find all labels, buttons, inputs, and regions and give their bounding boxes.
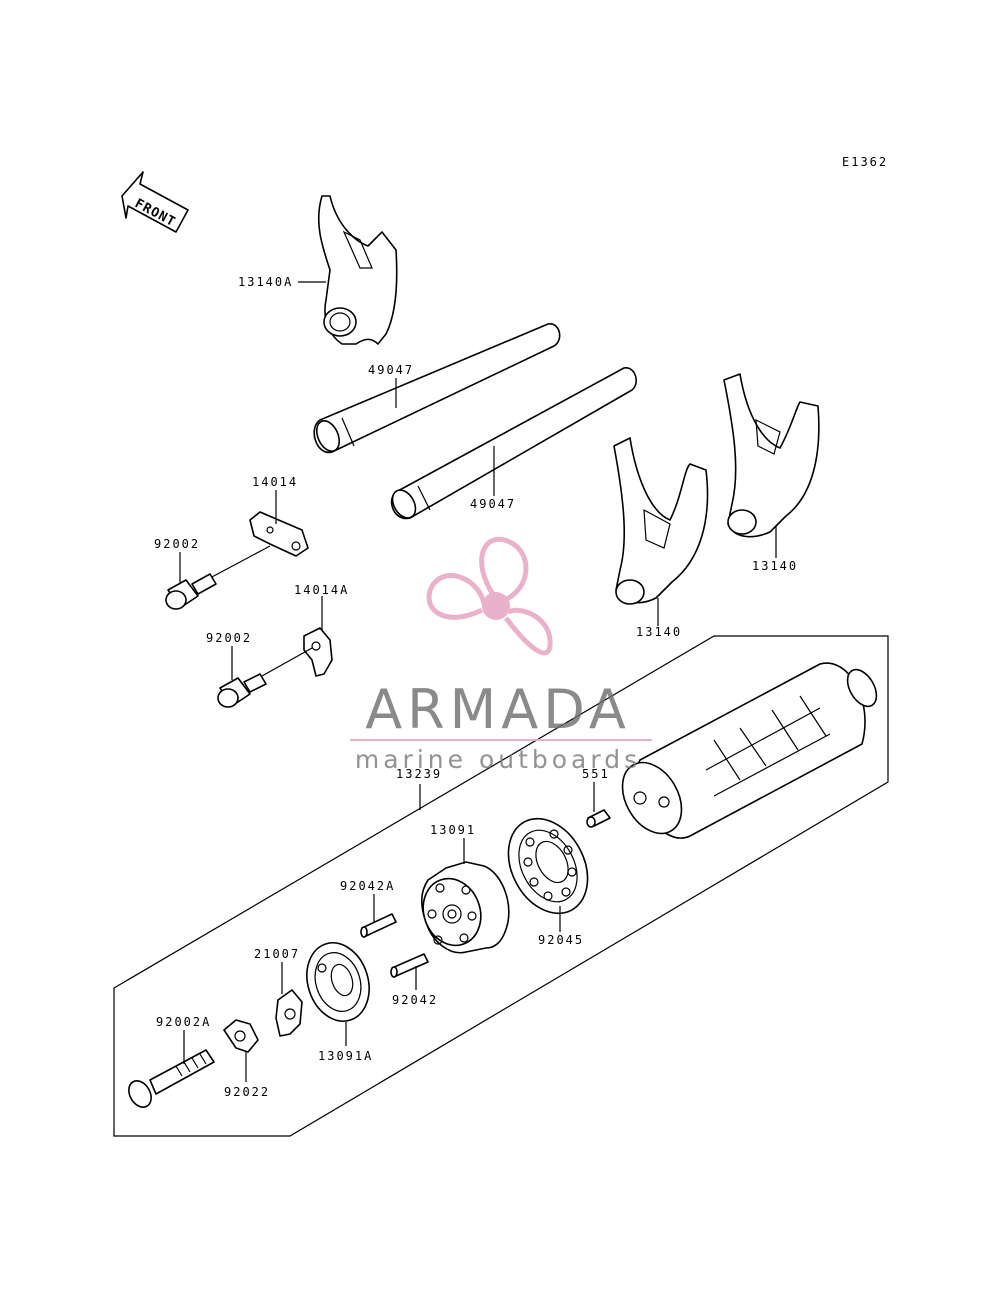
shift-drum-13239	[621, 662, 878, 839]
label-92045: 92045	[538, 933, 584, 947]
propeller-logo	[426, 536, 553, 656]
label-551: 551	[582, 767, 610, 781]
label-92042a: 92042A	[340, 879, 395, 893]
drum-assembly-frame	[113, 635, 889, 1137]
pin-92042a	[360, 913, 397, 938]
pin-551	[586, 809, 611, 828]
stopper-21007	[275, 989, 303, 1037]
bolt-92002-lower	[217, 647, 313, 708]
label-92002-upper: 92002	[154, 537, 200, 551]
front-arrow: FRONT	[121, 171, 189, 233]
washer-92022	[223, 1019, 259, 1053]
label-49047-upper: 49047	[368, 363, 414, 377]
label-92042: 92042	[392, 993, 438, 1007]
bolt-92002-upper	[165, 545, 271, 610]
label-14014a: 14014A	[294, 583, 349, 597]
fork-shaft-lower	[390, 367, 637, 520]
label-13140a: 13140A	[238, 275, 293, 289]
detent-plate-14014a	[303, 627, 333, 677]
label-13239: 13239	[396, 767, 442, 781]
label-13091a: 13091A	[318, 1049, 373, 1063]
label-92002-lower: 92002	[206, 631, 252, 645]
label-92002a: 92002A	[156, 1015, 211, 1029]
pin-92042	[390, 953, 429, 978]
drum-plate-13091a	[306, 942, 370, 1022]
label-13091: 13091	[430, 823, 476, 837]
label-13140-right: 13140	[752, 559, 798, 573]
shift-fork-13140-left	[613, 437, 709, 605]
label-14014: 14014	[252, 475, 298, 489]
label-49047-lower: 49047	[470, 497, 516, 511]
fork-shaft-upper	[313, 323, 561, 453]
watermark-subtitle: marine outboards	[355, 745, 641, 774]
label-21007: 21007	[254, 947, 300, 961]
armada-watermark: ARMADA marine outboards	[350, 536, 652, 774]
watermark-title: ARMADA	[365, 678, 631, 741]
ball-bearing-92045	[507, 817, 589, 915]
detent-plate-14014	[249, 511, 309, 557]
shift-fork-13140-right	[723, 373, 820, 538]
pin-plate-13091	[420, 861, 510, 954]
label-13140-left: 13140	[636, 625, 682, 639]
shift-fork-13140a	[317, 195, 398, 345]
diagram-code: E1362	[842, 155, 888, 169]
label-92022: 92022	[224, 1085, 270, 1099]
bolt-92002a	[128, 1049, 215, 1108]
